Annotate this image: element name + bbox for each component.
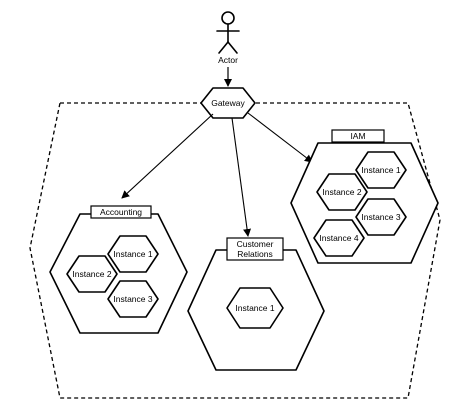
accounting-service: Accounting Instance 1 Instance 2 Instanc… bbox=[49, 205, 188, 334]
actor-label: Actor bbox=[218, 55, 238, 65]
customer-relations-title-line1: Customer bbox=[237, 239, 274, 249]
iam-instance-2: Instance 2 bbox=[322, 187, 361, 197]
iam-instance-4: Instance 4 bbox=[319, 233, 358, 243]
iam-title: IAM bbox=[350, 131, 365, 141]
iam-instance-1: Instance 1 bbox=[361, 165, 400, 175]
accounting-instance-3: Instance 3 bbox=[113, 294, 152, 304]
accounting-instance-1: Instance 1 bbox=[113, 249, 152, 259]
arrow-gateway-to-iam bbox=[247, 112, 313, 163]
customer-relations-service: Customer Relations Instance 1 bbox=[187, 237, 325, 371]
accounting-instance-2: Instance 2 bbox=[72, 269, 111, 279]
customer-relations-instance-1: Instance 1 bbox=[235, 303, 274, 313]
gateway-node bbox=[200, 87, 256, 119]
arrow-gateway-to-accounting bbox=[121, 113, 214, 199]
iam-service: IAM Instance 1 Instance 2 Instance 3 Ins… bbox=[290, 129, 439, 264]
system-boundary bbox=[29, 102, 441, 399]
customer-relations-title-line2: Relations bbox=[237, 249, 272, 259]
gateway-label: Gateway bbox=[211, 98, 245, 108]
accounting-title: Accounting bbox=[100, 207, 142, 217]
arrow-gateway-to-customer-relations bbox=[231, 117, 252, 237]
iam-instance-3: Instance 3 bbox=[361, 212, 400, 222]
actor-icon bbox=[216, 11, 240, 54]
